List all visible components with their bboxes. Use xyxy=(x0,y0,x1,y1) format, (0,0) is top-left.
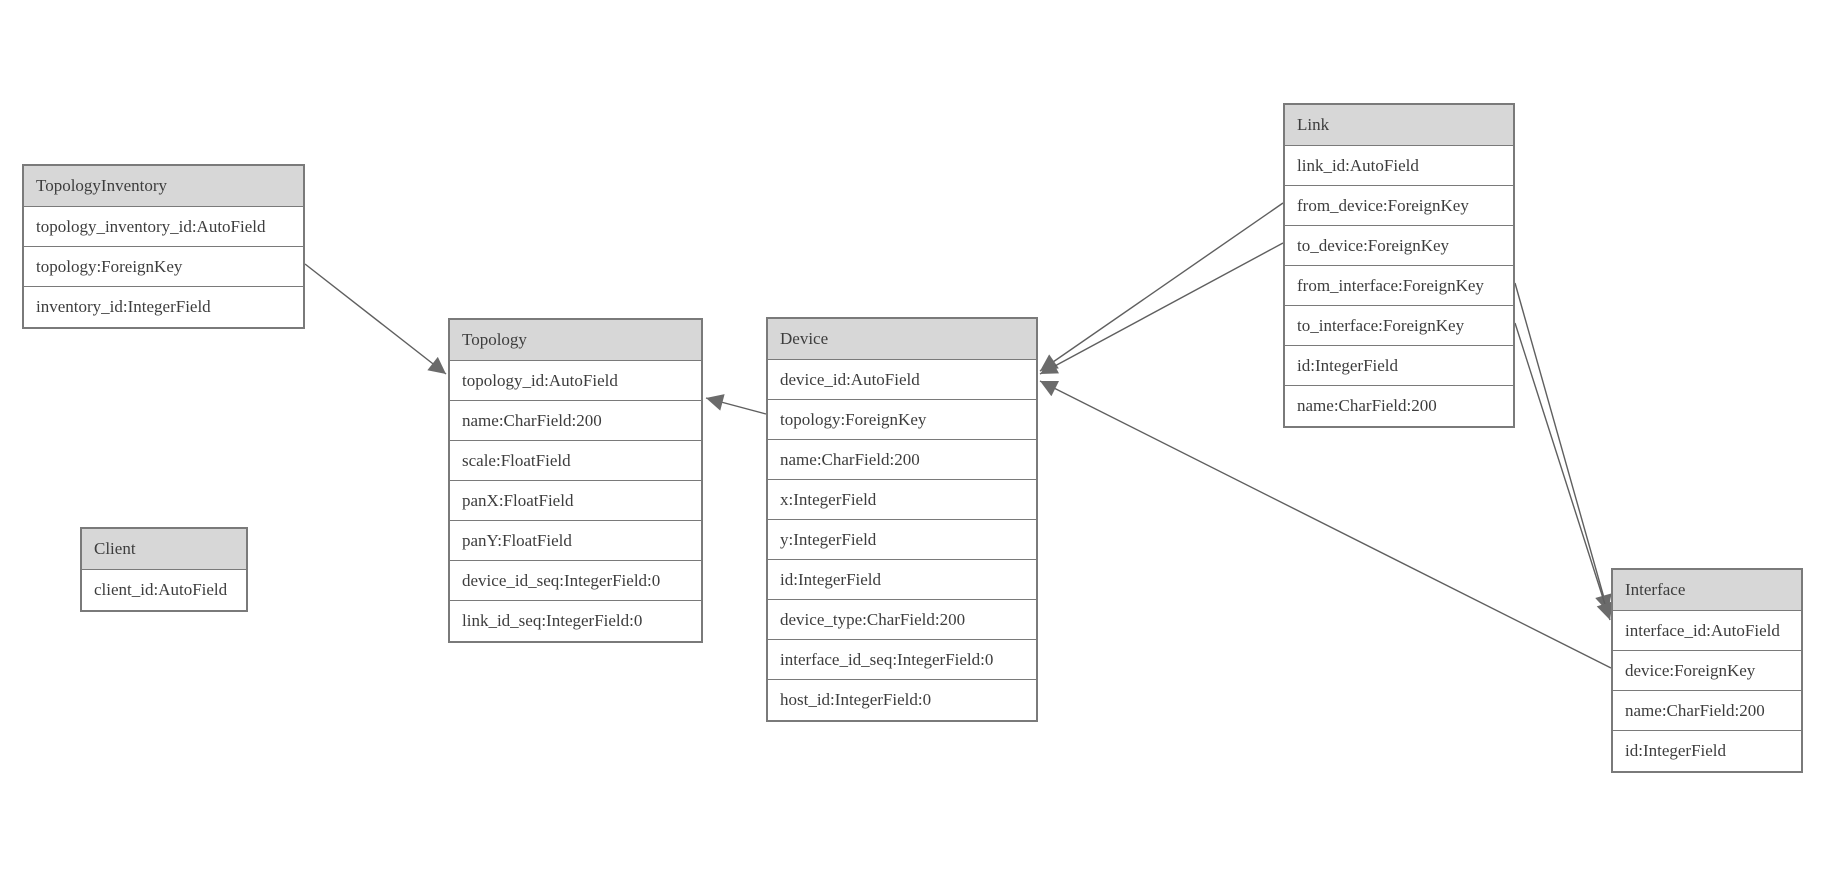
table-row: panY:FloatField xyxy=(450,521,701,561)
table-header-topology: Topology xyxy=(450,320,701,361)
table-row: name:CharField:200 xyxy=(768,440,1036,480)
table-row: link_id_seq:IntegerField:0 xyxy=(450,601,701,641)
table-row: device_type:CharField:200 xyxy=(768,600,1036,640)
table-row: name:CharField:200 xyxy=(450,401,701,441)
connector-topologyinventory-topology xyxy=(304,263,447,375)
table-row: topology_inventory_id:AutoField xyxy=(24,207,303,247)
table-row: to_interface:ForeignKey xyxy=(1285,306,1513,346)
table-row: from_interface:ForeignKey xyxy=(1285,266,1513,306)
table-row: link_id:AutoField xyxy=(1285,146,1513,186)
table-header-interface: Interface xyxy=(1613,570,1801,611)
table-row: topology_id:AutoField xyxy=(450,361,701,401)
table-row: y:IntegerField xyxy=(768,520,1036,560)
table-header-link: Link xyxy=(1285,105,1513,146)
table-row: id:IntegerField xyxy=(1613,731,1801,771)
table-row: client_id:AutoField xyxy=(82,570,246,610)
table-header-topologyinventory: TopologyInventory xyxy=(24,166,303,207)
connector-link-tointerface-interface xyxy=(1514,322,1613,621)
table-row: device_id_seq:IntegerField:0 xyxy=(450,561,701,601)
connector-link-todevice-device xyxy=(1039,242,1284,375)
table-row: name:CharField:200 xyxy=(1613,691,1801,731)
table-row: device_id:AutoField xyxy=(768,360,1036,400)
table-row: interface_id:AutoField xyxy=(1613,611,1801,651)
connector-link-fromdevice-device xyxy=(1039,202,1284,372)
table-row: topology:ForeignKey xyxy=(768,400,1036,440)
table-row: name:CharField:200 xyxy=(1285,386,1513,426)
table-row: id:IntegerField xyxy=(768,560,1036,600)
connector-link-frominterface-interface xyxy=(1514,282,1612,613)
table-row: scale:FloatField xyxy=(450,441,701,481)
table-row: id:IntegerField xyxy=(1285,346,1513,386)
table-header-device: Device xyxy=(768,319,1036,360)
table-row: topology:ForeignKey xyxy=(24,247,303,287)
table-row: panX:FloatField xyxy=(450,481,701,521)
table-row: from_device:ForeignKey xyxy=(1285,186,1513,226)
table-row: x:IntegerField xyxy=(768,480,1036,520)
table-fields-client: client_id:AutoField xyxy=(82,570,246,610)
table-topologyinventory: TopologyInventory topology_inventory_id:… xyxy=(22,164,305,329)
table-header-client: Client xyxy=(82,529,246,570)
table-row: interface_id_seq:IntegerField:0 xyxy=(768,640,1036,680)
table-client: Client client_id:AutoField xyxy=(80,527,248,612)
table-row: inventory_id:IntegerField xyxy=(24,287,303,327)
connector-device-topology xyxy=(705,394,767,415)
table-row: to_device:ForeignKey xyxy=(1285,226,1513,266)
table-row: host_id:IntegerField:0 xyxy=(768,680,1036,720)
table-row: device:ForeignKey xyxy=(1613,651,1801,691)
